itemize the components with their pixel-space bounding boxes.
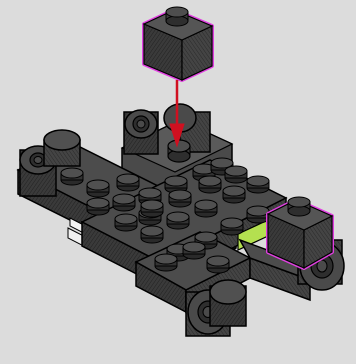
stud — [87, 198, 109, 215]
stud — [247, 176, 269, 193]
stud — [247, 206, 269, 223]
stud — [141, 200, 163, 217]
stud — [61, 168, 83, 185]
stud — [225, 166, 247, 183]
stud — [199, 176, 221, 193]
stud — [195, 200, 217, 217]
stud — [113, 194, 135, 211]
stud — [87, 180, 109, 197]
stud — [169, 190, 191, 207]
stud — [117, 174, 139, 191]
stud — [223, 186, 245, 203]
stud — [183, 242, 205, 259]
stud — [167, 212, 189, 229]
stud — [155, 254, 177, 271]
stud — [221, 218, 243, 235]
stud — [115, 214, 137, 231]
stud — [141, 226, 163, 243]
round-brick-rear-left — [124, 110, 158, 154]
stud — [207, 256, 229, 273]
target-stud — [168, 140, 190, 162]
